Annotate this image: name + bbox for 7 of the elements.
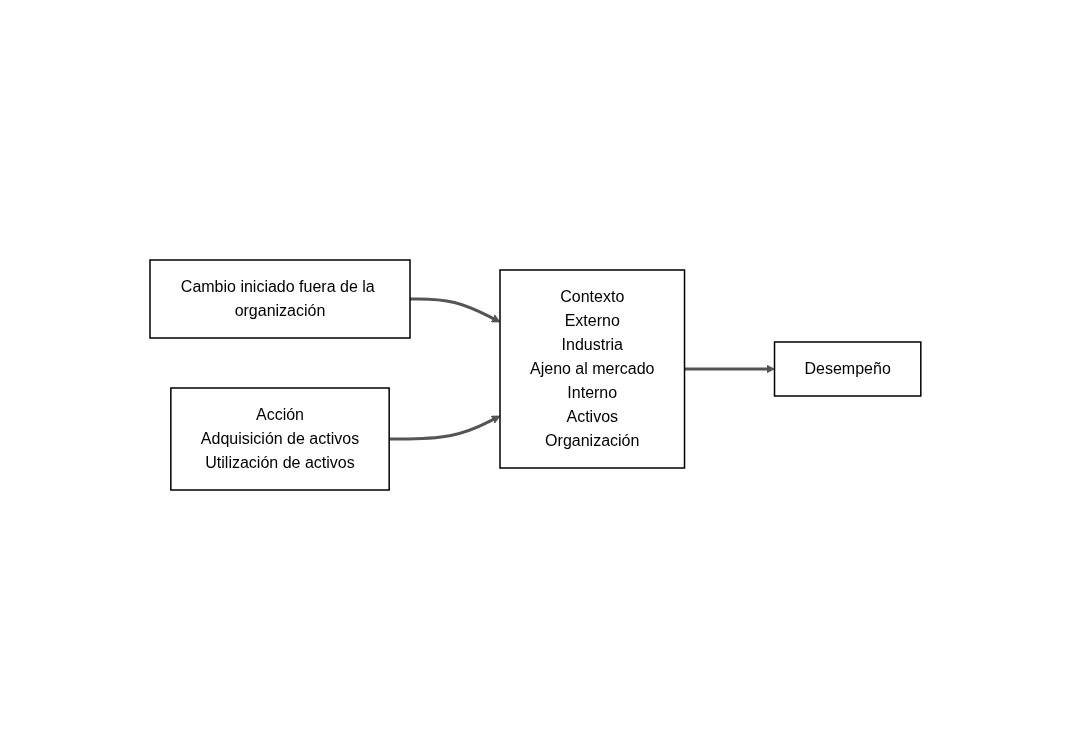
- arrow: [409, 297, 500, 323]
- node-box: Contexto Externo Industria Ajeno al mercado Interno Activos Organización: [498, 269, 685, 469]
- node-box: Desempeño: [773, 341, 922, 397]
- arrow: [388, 415, 500, 441]
- arrow: [684, 364, 775, 374]
- node-box: Cambio iniciado fuera de la organización: [148, 259, 411, 339]
- node-box: Acción Adquisición de activos Utilización de activos: [169, 387, 390, 491]
